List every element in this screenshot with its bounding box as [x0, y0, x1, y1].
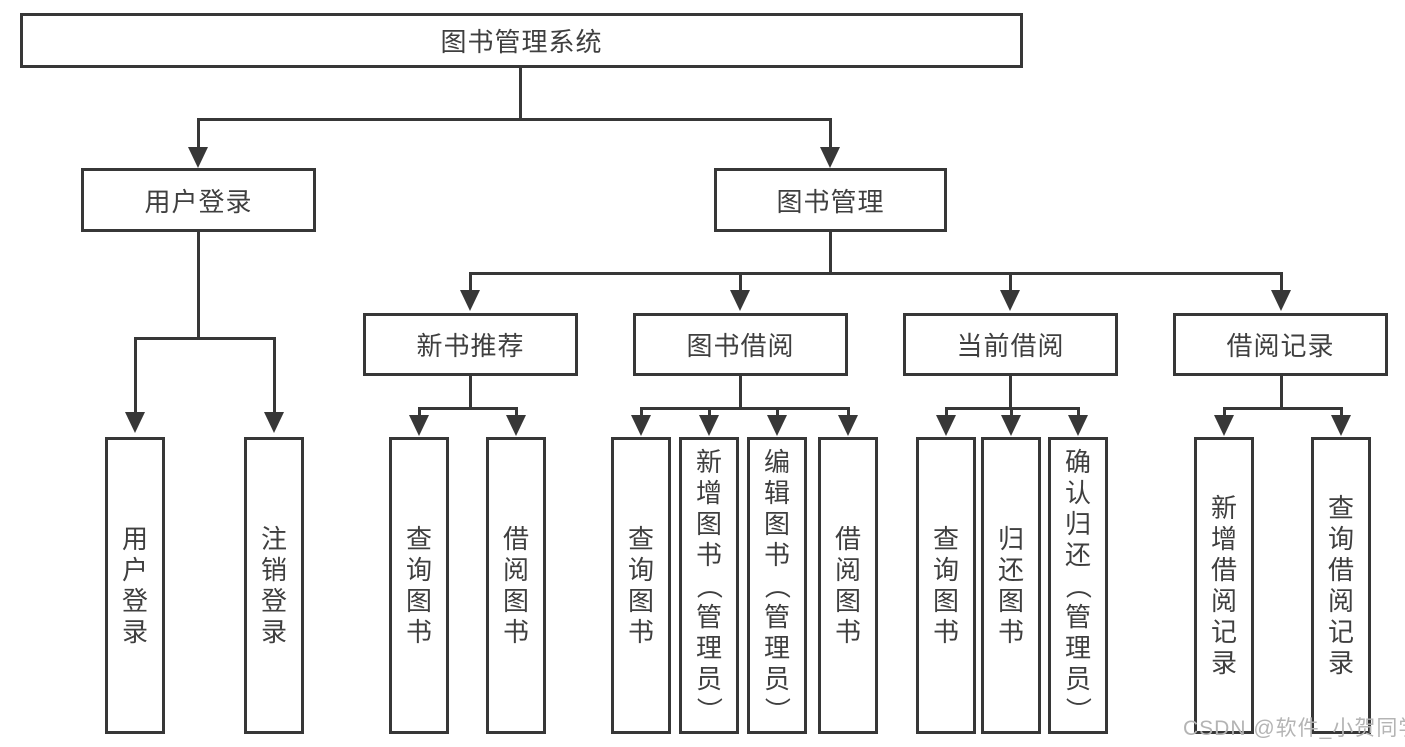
leaf-node-user-login: 用户登录: [105, 437, 165, 734]
arrow-down-icon: [730, 290, 750, 311]
leaf-node-label: 查询借阅记录: [1327, 493, 1354, 678]
leaf-node-label: 查询图书: [932, 524, 959, 647]
connector-line: [469, 376, 472, 409]
connector-line: [945, 409, 948, 417]
connector-line: [847, 409, 850, 417]
connector-line: [1009, 376, 1012, 409]
connector-line: [1280, 376, 1283, 409]
branch-node-user-login: 用户登录: [81, 168, 316, 232]
root-node: 图书管理系统: [20, 13, 1023, 68]
leaf-node-label: 查询图书: [405, 524, 432, 647]
arrow-down-icon: [631, 415, 651, 436]
arrow-down-icon: [820, 147, 840, 168]
section-node-label: 当前借阅: [956, 331, 1065, 361]
connector-line: [776, 409, 779, 417]
leaf-node-label: 借阅图书: [834, 524, 861, 647]
leaf-node-add-borrow-record: 新增借阅记录: [1194, 437, 1254, 734]
watermark: CSDN @软件_小贺同学: [1183, 717, 1405, 740]
connector-line: [134, 337, 276, 340]
connector-line: [945, 407, 1080, 410]
connector-line: [708, 409, 711, 417]
arrow-down-icon: [1001, 415, 1021, 436]
connector-line: [829, 120, 832, 149]
leaf-node-query-borrow-record: 查询借阅记录: [1311, 437, 1371, 734]
leaf-node-label: 查询图书: [627, 524, 654, 647]
arrow-down-icon: [188, 147, 208, 168]
leaf-node-label: 借阅图书: [502, 524, 529, 647]
section-node-book-borrow: 图书借阅: [633, 313, 848, 376]
section-node-borrow-records: 借阅记录: [1173, 313, 1388, 376]
arrow-down-icon: [838, 415, 858, 436]
arrow-down-icon: [125, 412, 145, 433]
connector-line: [1077, 409, 1080, 417]
connector-line: [469, 274, 472, 292]
section-node-current-borrow: 当前借阅: [903, 313, 1118, 376]
leaf-node-borrow-books: 借阅图书: [818, 437, 878, 734]
section-node-label: 新书推荐: [416, 331, 525, 361]
connector-line: [197, 232, 200, 337]
connector-line: [418, 409, 421, 417]
connector-line: [640, 409, 643, 417]
branch-node-label: 图书管理: [776, 186, 885, 217]
arrow-down-icon: [460, 290, 480, 311]
arrow-down-icon: [1271, 290, 1291, 311]
leaf-node-query-books-borrow: 查询图书: [611, 437, 671, 734]
arrow-down-icon: [1000, 290, 1020, 311]
leaf-node-add-books-admin: 新增图书（管理员）: [679, 437, 739, 734]
arrow-down-icon: [506, 415, 526, 436]
connector-line: [469, 272, 1283, 275]
leaf-node-edit-books-admin: 编辑图书（管理员）: [747, 437, 807, 734]
leaf-node-query-books-recommend: 查询图书: [389, 437, 449, 734]
branch-node-book-management: 图书管理: [714, 168, 947, 232]
connector-line: [829, 232, 832, 275]
leaf-node-borrow-books-recommend: 借阅图书: [486, 437, 546, 734]
leaf-node-label: 确认归还（管理员）: [1062, 446, 1093, 723]
leaf-node-label: 注销登录: [260, 524, 287, 647]
connector-line: [197, 120, 200, 149]
arrow-down-icon: [936, 415, 956, 436]
leaf-node-query-books-current: 查询图书: [916, 437, 976, 734]
connector-line: [739, 376, 742, 409]
connector-line: [515, 409, 518, 417]
leaf-node-return-books: 归还图书: [981, 437, 1041, 734]
leaf-node-logout: 注销登录: [244, 437, 304, 734]
section-node-label: 图书借阅: [686, 331, 795, 361]
connector-line: [1223, 409, 1226, 417]
connector-line: [739, 274, 742, 292]
section-node-new-book-recommend: 新书推荐: [363, 313, 578, 376]
leaf-node-label: 编辑图书（管理员）: [761, 446, 792, 723]
connector-line: [273, 339, 276, 414]
leaf-node-label: 新增借阅记录: [1210, 493, 1237, 678]
branch-node-label: 用户登录: [144, 186, 253, 217]
arrow-down-icon: [699, 415, 719, 436]
arrow-down-icon: [264, 412, 284, 433]
arrow-down-icon: [1068, 415, 1088, 436]
leaf-node-label: 用户登录: [121, 524, 148, 647]
connector-line: [197, 118, 832, 121]
connector-line: [134, 339, 137, 414]
connector-line: [1009, 274, 1012, 292]
connector-line: [519, 68, 522, 120]
leaf-node-label: 归还图书: [997, 524, 1024, 647]
leaf-node-confirm-return-admin: 确认归还（管理员）: [1048, 437, 1108, 734]
connector-line: [1280, 274, 1283, 292]
leaf-node-label: 新增图书（管理员）: [693, 446, 724, 723]
connector-line: [418, 407, 518, 410]
arrow-down-icon: [1214, 415, 1234, 436]
connector-line: [1340, 409, 1343, 417]
arrow-down-icon: [409, 415, 429, 436]
connector-line: [1223, 407, 1343, 410]
root-node-label: 图书管理系统: [440, 27, 603, 57]
connector-line: [640, 407, 850, 410]
arrow-down-icon: [1331, 415, 1351, 436]
section-node-label: 借阅记录: [1226, 331, 1335, 361]
connector-line: [1010, 409, 1013, 417]
arrow-down-icon: [767, 415, 787, 436]
